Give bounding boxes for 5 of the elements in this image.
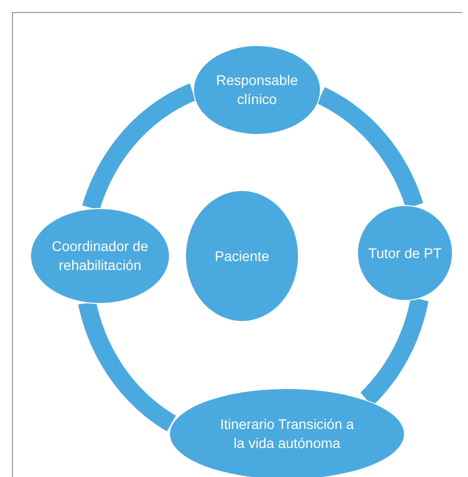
node-label: Coordinador de rehabilitación xyxy=(50,237,150,275)
node-label: Itinerario Transición a la vida autónoma xyxy=(219,415,355,453)
node-label: Responsable clínico xyxy=(215,71,299,109)
node-label: Paciente xyxy=(214,246,270,266)
node-label: Tutor de PT xyxy=(368,244,442,262)
